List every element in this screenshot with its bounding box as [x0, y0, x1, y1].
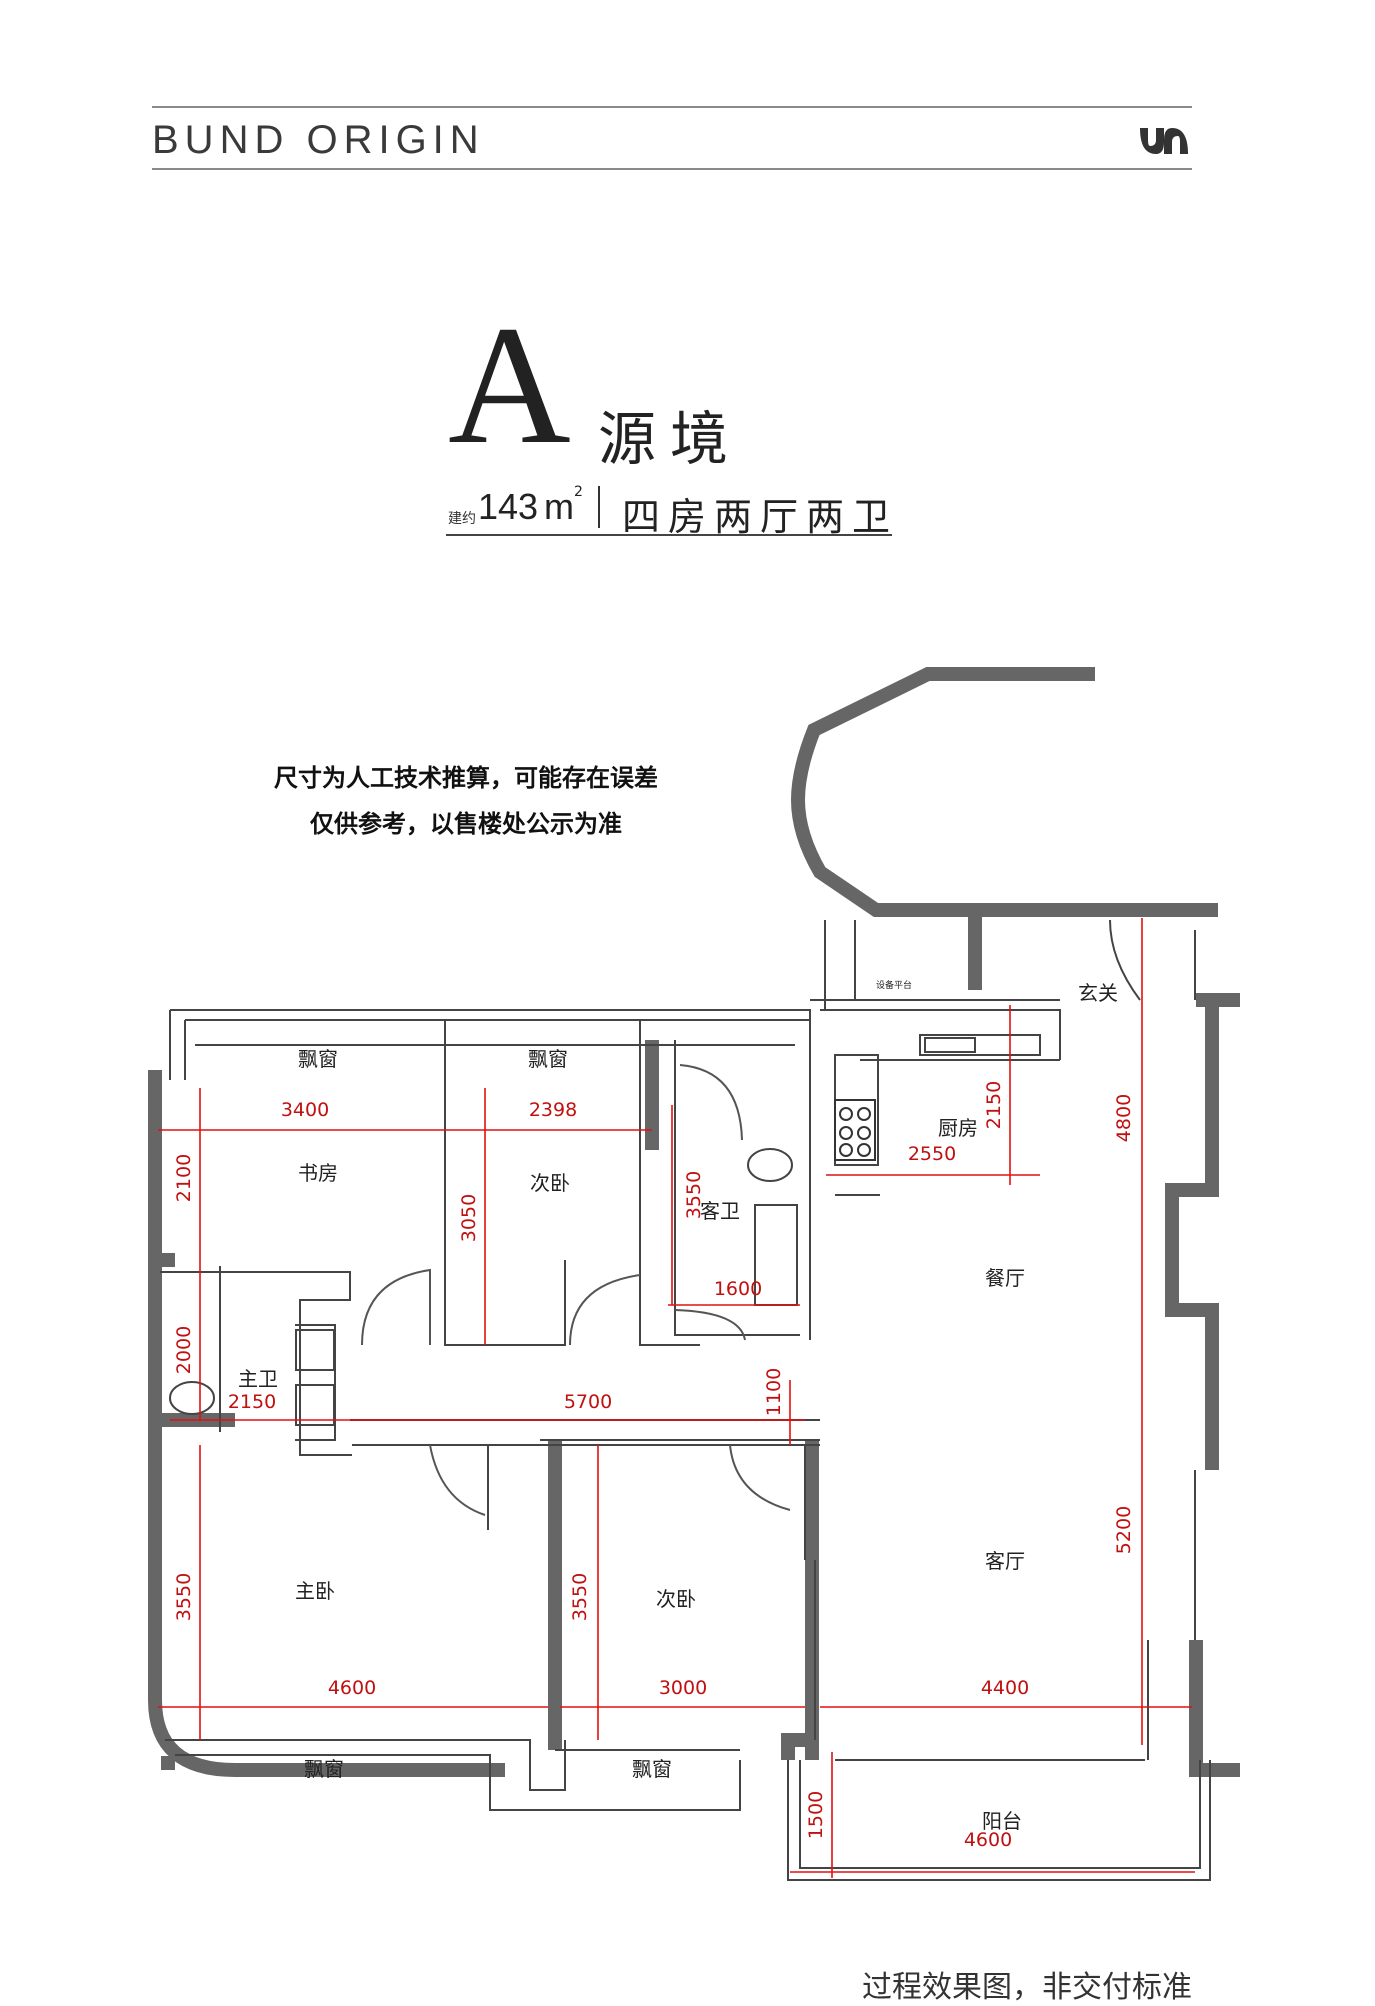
walls	[148, 667, 1240, 1777]
room-label-guest-bath: 客卫	[700, 1199, 740, 1223]
room-label-second-bedroom: 次卧	[656, 1587, 696, 1611]
room-label-living: 客厅	[985, 1549, 1025, 1573]
brand-name: BUND ORIGIN	[152, 118, 485, 162]
toilet-icon	[169, 1381, 215, 1415]
dim-kitchen-height: 2150	[983, 1081, 1005, 1129]
area-label: 建约	[448, 511, 476, 527]
dim-bed3-width: 3000	[659, 1677, 707, 1699]
toilet-icon	[747, 1148, 793, 1182]
dim-living-width: 4400	[981, 1677, 1029, 1699]
dim-corridor-width: 5700	[564, 1391, 612, 1413]
dim-living-height: 5200	[1113, 1506, 1135, 1554]
room-label-second-bedroom: 次卧	[530, 1171, 570, 1195]
disclaimer-line-2: 仅供参考，以售楼处公示为准	[310, 810, 622, 838]
room-label-balcony: 阳台	[982, 1809, 1022, 1833]
sink-icon	[295, 1329, 335, 1371]
dim-study-width: 3400	[281, 1099, 329, 1121]
dim-guest-bath-width: 1600	[714, 1278, 762, 1300]
dim-bed3-height: 3550	[569, 1573, 591, 1621]
layout-type: 四房两厅两卫	[622, 495, 899, 539]
header-bottom-rule	[152, 168, 1192, 170]
area-unit: m	[544, 486, 574, 527]
dim-master-bath-width: 2150	[228, 1391, 276, 1413]
room-label-bay-window: 飘窗	[304, 1757, 344, 1781]
room-label-bay-window: 飘窗	[298, 1047, 338, 1071]
title-underline	[446, 534, 892, 536]
dim-bed2-width: 2398	[529, 1099, 577, 1121]
dim-master-bath-height: 2000	[173, 1326, 195, 1374]
dim-guest-bath-height: 3550	[683, 1171, 705, 1219]
area-value: 143	[478, 486, 539, 527]
dimension-lines	[158, 918, 1195, 1878]
room-label-foyer: 玄关	[1078, 981, 1118, 1005]
room-label-dining: 餐厅	[985, 1266, 1025, 1290]
dim-balcony-width: 4600	[964, 1829, 1012, 1851]
dim-dining-height: 4800	[1113, 1094, 1135, 1142]
sink-icon	[295, 1384, 335, 1426]
door-swings	[361, 1064, 791, 1516]
room-label-master-bedroom: 主卧	[295, 1579, 335, 1603]
room-label-master-bath: 主卫	[238, 1367, 278, 1391]
type-name: 源境	[598, 405, 743, 473]
brand-logo-icon	[1140, 128, 1188, 154]
dim-master-bed-height: 3550	[173, 1573, 195, 1621]
title-divider	[598, 486, 600, 528]
bath-fixtures	[169, 1037, 976, 1426]
kitchen-sink-icon	[924, 1037, 976, 1053]
room-label-study: 书房	[298, 1161, 338, 1185]
room-label-bay-window: 飘窗	[528, 1047, 568, 1071]
room-label-kitchen: 厨房	[938, 1116, 978, 1140]
header-top-rule	[152, 106, 1192, 108]
dim-balcony-height: 1500	[805, 1791, 827, 1839]
type-letter: A	[448, 291, 571, 479]
room-label-bay-window: 飘窗	[632, 1757, 672, 1781]
dim-kitchen-width: 2550	[908, 1143, 956, 1165]
dim-corridor-height: 1100	[763, 1368, 785, 1416]
area-unit-sup: 2	[574, 484, 583, 500]
dim-master-bed-width: 4600	[328, 1677, 376, 1699]
dim-bed2-height: 3050	[458, 1194, 480, 1242]
footer-note: 过程效果图，非交付标准	[862, 1970, 1192, 2005]
dim-study-height: 2100	[173, 1154, 195, 1202]
disclaimer-line-1: 尺寸为人工技术推算，可能存在误差	[274, 764, 658, 792]
stove-icon	[834, 1099, 876, 1161]
room-label-equipment-platform: 设备平台	[876, 979, 912, 991]
